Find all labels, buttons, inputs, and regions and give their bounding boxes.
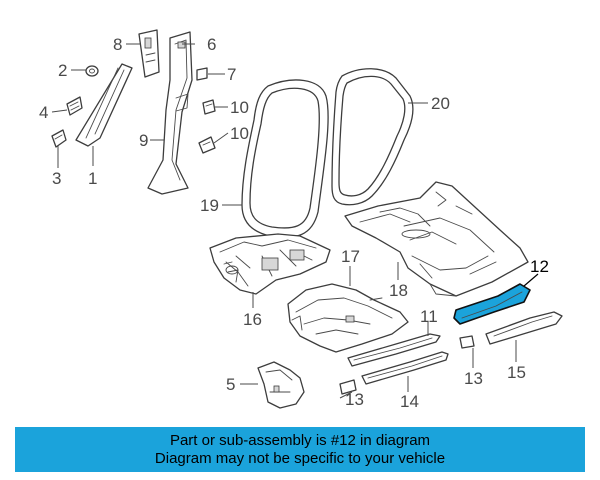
part-4-bracket — [66, 96, 83, 116]
callout-18: 18 — [389, 281, 408, 300]
leader-lines — [51, 43, 539, 399]
callout-12-selected: 12 — [530, 257, 549, 276]
callout-8: 8 — [113, 35, 122, 54]
part-16-front-insulator — [209, 233, 331, 295]
callout-14: 14 — [400, 392, 419, 411]
callout-15: 15 — [507, 363, 526, 382]
callout-6: 6 — [207, 35, 216, 54]
callout-20: 20 — [431, 94, 450, 113]
callout-4: 4 — [39, 103, 48, 122]
part-10-clip-b — [198, 136, 216, 154]
callout-16: 16 — [243, 310, 262, 329]
part-8-upper-pillar — [138, 29, 160, 78]
callout-13a: 13 — [464, 369, 483, 388]
part-13-clip-b — [339, 379, 357, 395]
part-2-clip — [85, 65, 99, 77]
part-15-rear-sill-plate — [485, 311, 563, 345]
banner-disclaimer: Diagram may not be specific to your vehi… — [154, 449, 446, 467]
callout-5: 5 — [226, 375, 235, 394]
part-5-kick-panel — [257, 361, 305, 409]
callout-17: 17 — [341, 247, 360, 266]
part-13-clip-a — [459, 335, 475, 349]
callout-labels: 8 6 2 7 10 10 4 9 20 3 1 19 17 12 18 16 … — [39, 35, 549, 411]
part-9-b-pillar — [147, 31, 193, 195]
callout-11: 11 — [420, 307, 438, 326]
callout-19: 19 — [200, 196, 219, 215]
part-19-front-door-seal — [241, 79, 329, 238]
callout-13b: 13 — [345, 390, 364, 409]
parts-diagram: 8 6 2 7 10 10 4 9 20 3 1 19 17 12 18 16 … — [39, 29, 563, 411]
callout-3: 3 — [52, 169, 61, 188]
part-1-pillar-trim — [75, 63, 133, 147]
part-10-clip-a — [202, 99, 216, 115]
callout-2: 2 — [58, 61, 67, 80]
part-20-rear-door-seal — [331, 68, 414, 206]
callout-1: 1 — [88, 169, 97, 188]
part-3-clip — [51, 129, 67, 148]
part-18-floor-carpet — [344, 181, 529, 297]
part-17-rear-insulator — [287, 283, 409, 353]
part-7-clip — [196, 67, 208, 81]
callout-7: 7 — [227, 65, 236, 84]
banner-part-note: Part or sub-assembly is #12 in diagram — [169, 431, 431, 449]
part-11-front-sill — [347, 333, 441, 367]
part-14-front-sill-plate — [361, 351, 449, 385]
part-12-rear-sill-selected — [453, 283, 531, 325]
info-banner: Part or sub-assembly is #12 in diagram D… — [15, 427, 585, 472]
callout-10a: 10 — [230, 98, 249, 117]
callout-9: 9 — [139, 131, 148, 150]
callout-10b: 10 — [230, 124, 249, 143]
